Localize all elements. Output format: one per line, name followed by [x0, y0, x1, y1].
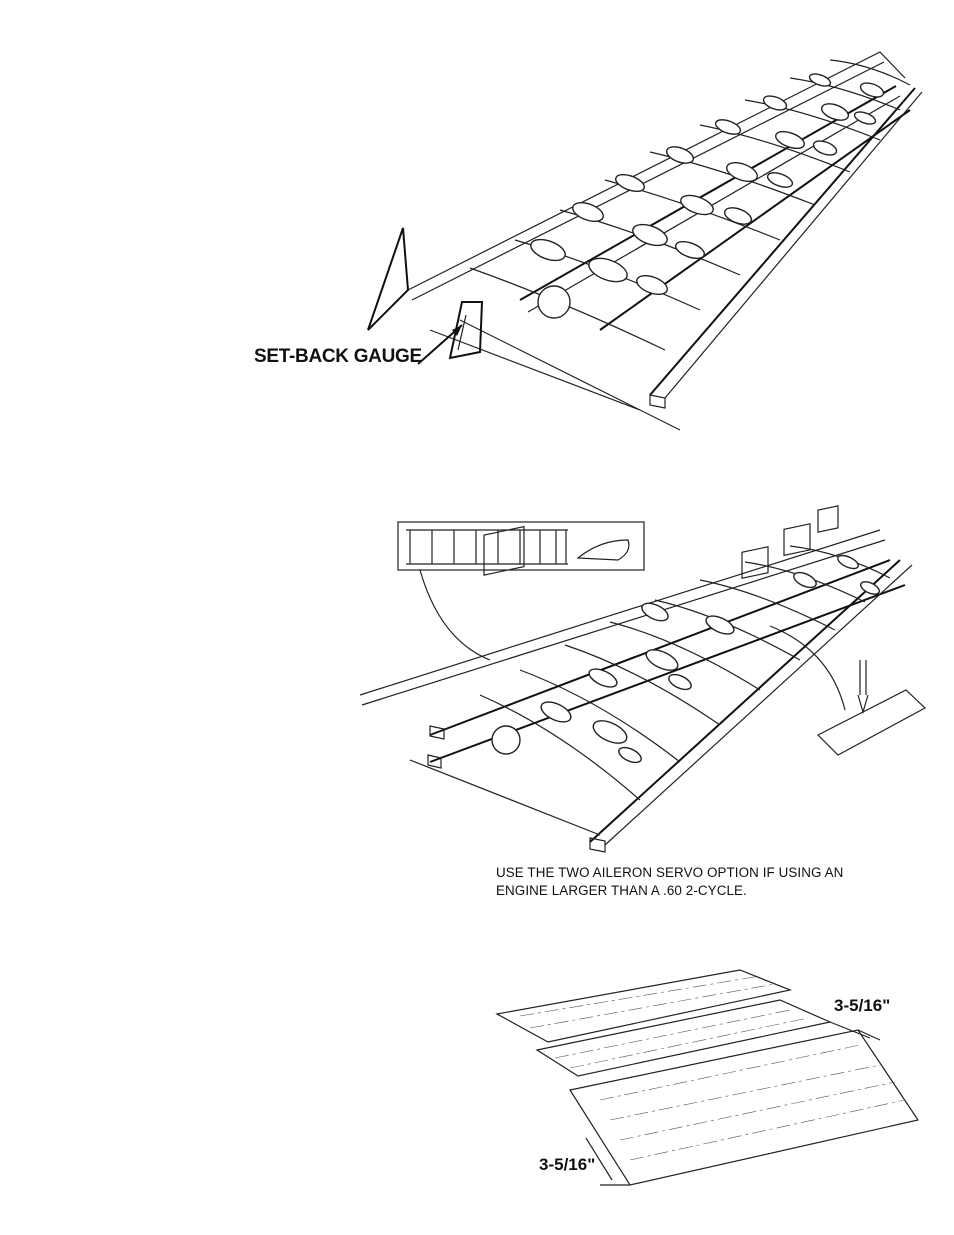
dimension-label-top: 3-5/16"	[834, 996, 891, 1015]
sheeting-drawing	[495, 969, 919, 1186]
wing-setback-drawing	[367, 51, 923, 431]
caption-line-1: USE THE TWO AILERON SERVO OPTION IF USIN…	[496, 865, 844, 880]
set-back-gauge-label: SET-BACK GAUGE	[254, 346, 422, 367]
caption-line-2: ENGINE LARGER THAN A .60 2-CYCLE.	[496, 883, 747, 898]
wing-aileron-servo-drawing	[359, 505, 927, 853]
dimension-label-bottom: 3-5/16"	[539, 1155, 596, 1174]
aileron-servo-caption: USE THE TWO AILERON SERVO OPTION IF USIN…	[496, 864, 916, 900]
